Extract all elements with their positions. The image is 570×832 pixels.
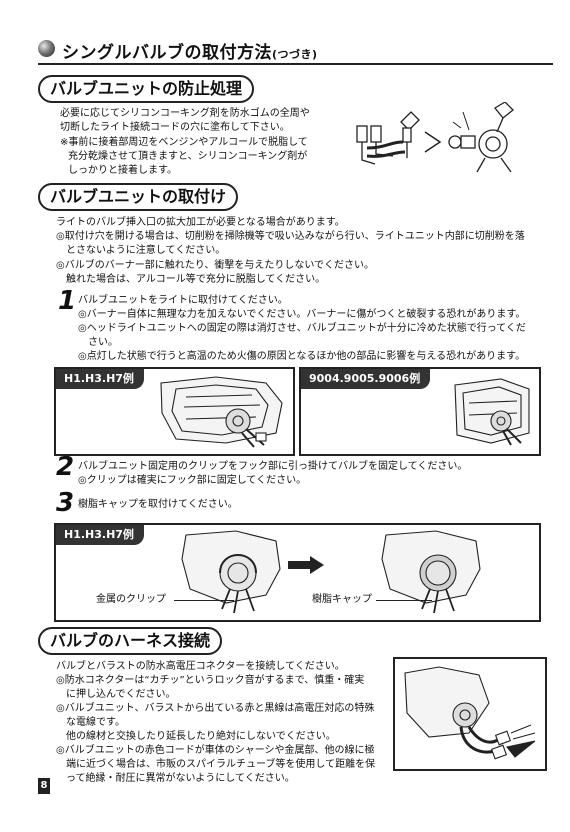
title-underline	[38, 63, 553, 65]
bulb-with-metal-clip-illustration	[181, 530, 281, 614]
section-heading-sealing: バルブユニットの防止処理	[38, 75, 255, 103]
section3-line-2: に押し込んでください。	[66, 689, 176, 700]
section3-line-8: って絶縁・耐圧に異常がないようにしてください。	[66, 773, 295, 784]
section1-text-line-3: ※事前に接着部周辺をベンジンやアルコールで脱脂して	[60, 137, 308, 148]
section3-line-4: な電線です。	[66, 717, 125, 728]
page-title-suffix: (つづき)	[272, 48, 318, 61]
harness-connector-illustration	[404, 666, 536, 760]
step-1-title: バルブユニットをライトに取付けてください。	[78, 295, 288, 306]
step-1-note-2-cont: さい。	[88, 337, 118, 348]
section3-line-7: 端に近づく場合は、市販のスパイラルチューブ等を使用して距離を保	[66, 759, 376, 770]
sealant-connector-illustration	[356, 102, 514, 173]
arrow-right-icon	[288, 556, 324, 574]
step-1-note-1: ◎バーナー自体に無理な力を加えないでください。バーナーに傷がつくと破裂する恐れが…	[78, 309, 526, 320]
section2-bullet-2-cont: 触れた場合は、アルコール等で充分に脱脂してください。	[66, 274, 326, 285]
section3-line-5: 他の線材と交換したり延長したり絶対にしないでください。	[66, 731, 336, 742]
figure-harness-connection	[393, 657, 547, 771]
page-title-bar: シングルバルブの取付方法(つづき)	[38, 38, 553, 65]
figure-h1-h3-h7-install: H1.H3.H7例	[54, 367, 295, 456]
figure-tag-h1-h3-h7: H1.H3.H7例	[56, 369, 144, 389]
section3-line-1: ◎防水コネクターは“カチッ”というロック音がするまで、慎重・確実	[56, 675, 365, 686]
figure-clip-and-cap: H1.H3.H7例 金属のクリップ 樹脂キャップ	[54, 523, 541, 622]
leader-line-metal-clip	[174, 600, 234, 601]
section2-intro: ライトのバルブ挿入口の拡大加工が必要となる場合があります。	[56, 217, 345, 228]
step-2-title: バルブユニット固定用のクリップをフック部に引っ掛けてバルブを固定してください。	[78, 461, 468, 472]
label-resin-cap: 樹脂キャップ	[312, 594, 372, 605]
step-3-title: 樹脂キャップを取付けてください。	[78, 499, 238, 510]
section3-line-6: ◎バルブユニットの赤色コードが車体のシャーシや金属部、他の線に極	[56, 745, 375, 756]
step-2-note: ◎クリップは確実にフック部に固定してください。	[78, 475, 307, 486]
section3-intro: バルブとバラストの防水高電圧コネクターを接続してください。	[56, 661, 345, 672]
title-bullet-icon	[38, 40, 55, 57]
section2-bullet-2: ◎バルブのバーナー部に触れたり、衝撃を与えたりしないでください。	[56, 260, 375, 271]
headlight-bulb-illustration-right	[454, 378, 530, 446]
headlight-bulb-illustration-left	[160, 376, 283, 448]
figure-9004-9005-9006-install: 9004.9005.9006例	[299, 367, 541, 456]
step-2-number: 2	[56, 452, 75, 482]
bulb-with-resin-cap-illustration	[381, 530, 481, 614]
label-metal-clip: 金属のクリップ	[96, 594, 166, 605]
section-heading-harness: バルブのハーネス接続	[38, 627, 223, 655]
figure-tag-h1-h3-h7-clip: H1.H3.H7例	[56, 525, 144, 545]
step-3-number: 3	[56, 488, 75, 518]
step-1-note-2: ◎ヘッドライトユニットへの固定の際は消灯させ、バルブユニットが十分に冷めた状態で…	[78, 323, 526, 334]
section-heading-installation: バルブユニットの取付け	[38, 183, 239, 211]
section3-line-3: ◎バルブユニット、バラストから出ている赤と黒線は高電圧対応の特殊	[56, 703, 375, 714]
figure-tag-9004-9005-9006: 9004.9005.9006例	[301, 369, 431, 389]
section1-text-line-4: 充分乾燥させて頂きますと、シリコンコーキング剤が	[68, 151, 308, 162]
section1-text-line-1: 必要に応じてシリコンコーキング剤を防水ゴムの全周や	[60, 108, 310, 119]
page-number: 8	[38, 778, 50, 794]
section2-bullet-1-cont: とさないように注意してください。	[66, 245, 226, 256]
section1-text-line-5: しっかりと接着します。	[68, 165, 177, 176]
step-1-note-3: ◎点灯した状態で行うと高温のため火傷の原因となるほか他の部品に影響を与える恐れが…	[78, 351, 526, 362]
leader-line-resin-cap	[376, 600, 432, 601]
step-1-number: 1	[58, 286, 77, 316]
section2-bullet-1: ◎取付け穴を開ける場合は、切削粉を掃除機等で吸い込みながら行い、ライトユニット内…	[56, 231, 525, 242]
page-title: シングルバルブの取付方法(つづき)	[62, 43, 318, 63]
section1-text-line-2: 切断したライト接続コードの穴に塗布して下さい。	[60, 122, 290, 133]
